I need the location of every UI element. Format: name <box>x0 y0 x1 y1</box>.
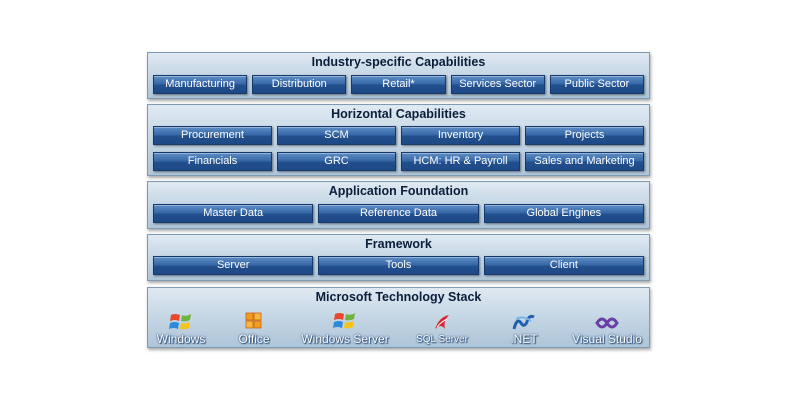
capability-manufacturing[interactable]: Manufacturing <box>153 75 248 94</box>
capability-grc[interactable]: GRC <box>277 152 396 171</box>
logo-label: Windows Server <box>301 332 389 346</box>
windows-server-flag-icon <box>333 313 355 329</box>
layer-title: Application Foundation <box>328 184 469 198</box>
office-icon <box>245 312 262 329</box>
capability-retail[interactable]: Retail* <box>351 75 446 94</box>
logo-windows: Windows <box>156 308 206 346</box>
layer-title: Industry-specific Capabilities <box>311 55 486 69</box>
capability-procurement[interactable]: Procurement <box>153 126 272 145</box>
logo-sql-server: SQL Server <box>412 308 472 346</box>
capability-distribution[interactable]: Distribution <box>252 75 347 94</box>
logo-label: SQL Server <box>416 334 468 345</box>
layer-title: Framework <box>365 237 432 251</box>
layer-application-foundation: Application Foundation Master Data Refer… <box>147 181 650 229</box>
layer-title: Microsoft Technology Stack <box>315 290 482 304</box>
logo-office: Office <box>234 308 274 346</box>
capability-sales-marketing[interactable]: Sales and Marketing <box>525 152 644 171</box>
logo-label: Visual Studio <box>572 332 642 346</box>
logo-label: .NET <box>510 332 538 346</box>
layer-framework: Framework Server Tools Client <box>147 234 650 281</box>
capability-inventory[interactable]: Inventory <box>401 126 520 145</box>
framework-client[interactable]: Client <box>483 256 644 275</box>
layer-microsoft-stack: Microsoft Technology Stack Windows Offic… <box>147 287 650 348</box>
capability-projects[interactable]: Projects <box>525 126 644 145</box>
visual-studio-icon <box>595 317 619 329</box>
sql-server-icon <box>435 315 449 329</box>
foundation-master-data[interactable]: Master Data <box>153 204 314 223</box>
capability-services-sector[interactable]: Services Sector <box>450 75 545 94</box>
framework-tools[interactable]: Tools <box>318 256 479 275</box>
capability-public-sector[interactable]: Public Sector <box>549 75 645 94</box>
foundation-reference-data[interactable]: Reference Data <box>318 204 479 223</box>
layer-horizontal: Horizontal Capabilities Procurement SCM … <box>147 104 650 176</box>
dotnet-icon <box>512 314 535 330</box>
capability-scm[interactable]: SCM <box>277 126 396 145</box>
logo-windows-server: Windows Server <box>301 308 389 346</box>
framework-server[interactable]: Server <box>153 256 314 275</box>
capability-financials[interactable]: Financials <box>153 152 272 171</box>
windows-flag-icon <box>169 314 191 330</box>
layer-title: Horizontal Capabilities <box>331 107 466 121</box>
logo-label: Office <box>238 332 270 346</box>
foundation-global-engines[interactable]: Global Engines <box>483 204 644 223</box>
logo-label: Windows <box>156 332 206 346</box>
capability-hcm[interactable]: HCM: HR & Payroll <box>401 152 520 171</box>
logo-dotnet: .NET <box>504 308 544 346</box>
layer-industry-specific: Industry-specific Capabilities Manufactu… <box>147 52 650 99</box>
logo-visual-studio: Visual Studio <box>572 308 642 346</box>
